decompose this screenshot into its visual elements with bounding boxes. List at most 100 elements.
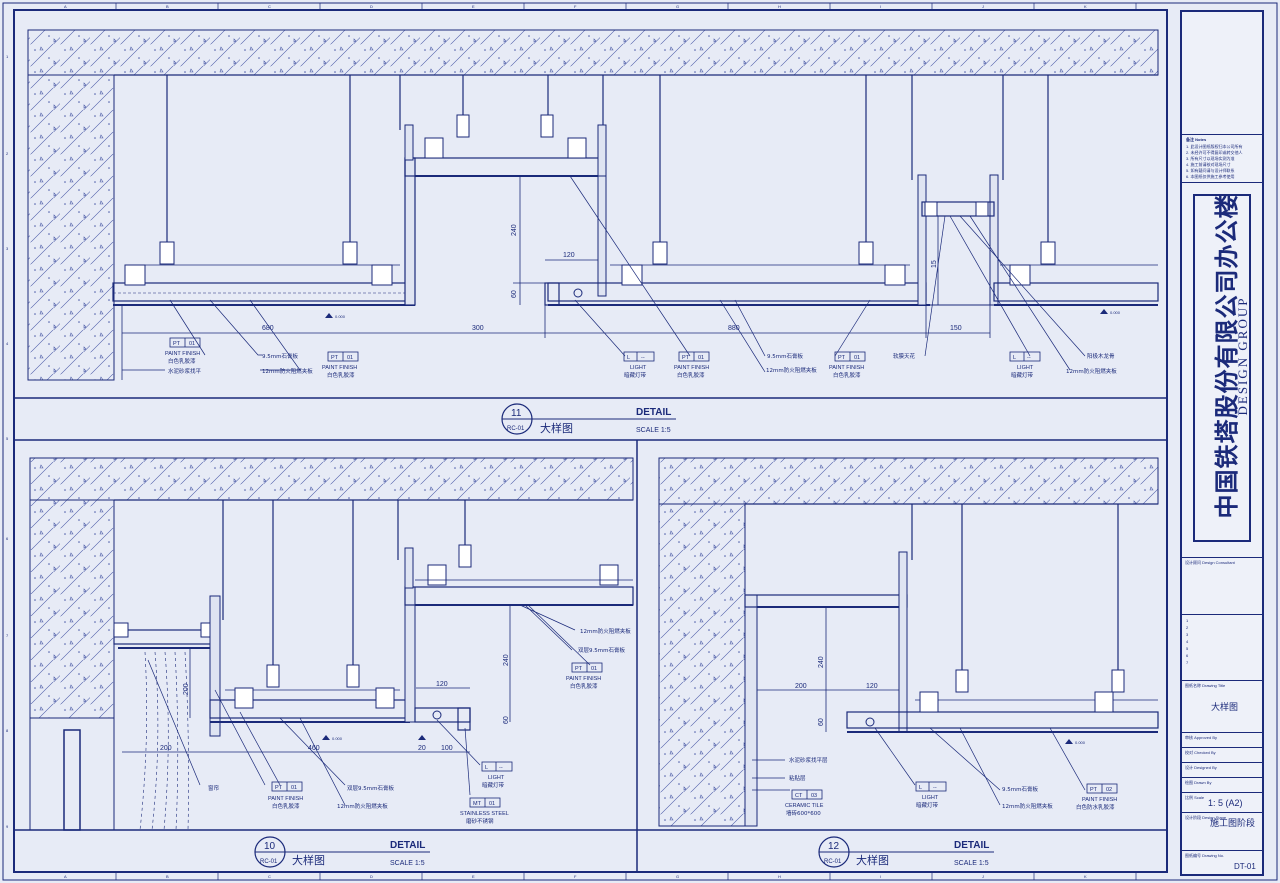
svg-text:PT: PT [575,666,583,672]
svg-text:J: J [982,4,984,9]
svg-text:60: 60 [511,290,518,298]
svg-text:暗藏灯带: 暗藏灯带 [916,801,939,809]
svg-text:白色乳胶漆: 白色乳胶漆 [833,371,861,379]
svg-text:10: 10 [264,841,276,852]
notes-heading: 备注 Notes [1186,137,1207,142]
svg-text:01: 01 [698,355,704,361]
svg-text:CT: CT [795,793,803,799]
svg-text:60: 60 [503,716,510,724]
svg-text:L: L [627,355,630,361]
svg-text:300: 300 [472,325,484,332]
svg-text:E: E [472,874,475,879]
svg-text:白色乳胶漆: 白色乳胶漆 [570,682,598,690]
svg-text:7: 7 [6,633,9,638]
svg-text:12: 12 [828,841,840,852]
svg-text:I: I [880,874,881,879]
svg-text:双层9.5mm石膏板: 双层9.5mm石膏板 [578,646,625,654]
svg-text:暗藏灯带: 暗藏灯带 [624,371,647,379]
svg-text:20: 20 [418,745,426,752]
svg-text:200: 200 [183,683,190,695]
svg-text:12mm防火阻燃夹板: 12mm防火阻燃夹板 [1066,367,1117,375]
design-consultant-label: 设计顾问 Design Consultant [1185,560,1235,565]
company-box [1193,194,1251,542]
svg-text:PT: PT [682,355,690,361]
svg-text:MT: MT [473,801,482,807]
svg-text:软膜天花: 软膜天花 [893,352,916,360]
svg-text:B: B [166,4,169,9]
svg-text:H: H [778,874,781,879]
notes-line: 4. 施工前请核对现场尺寸 [1186,162,1231,167]
notes-line: 5. 如有疑问请与设计师联系 [1186,168,1235,173]
svg-text:F: F [574,4,577,9]
svg-text:水泥砂浆找平: 水泥砂浆找平 [168,367,202,375]
revision-mark: 4 [1186,639,1189,644]
revision-mark: 2 [1186,625,1189,630]
svg-text:A: A [64,874,67,879]
svg-text:LIGHT: LIGHT [1017,365,1034,371]
svg-text:双层9.5mm石膏板: 双层9.5mm石膏板 [347,784,394,792]
notes-line: 2. 未经许可不得复印或转交他人 [1186,150,1243,155]
svg-text:0.000: 0.000 [1075,740,1086,745]
svg-text:阳极木龙骨: 阳极木龙骨 [1087,352,1115,360]
svg-text:0.000: 0.000 [335,314,346,319]
svg-text:12mm防火阻燃夹板: 12mm防火阻燃夹板 [580,627,631,635]
svg-text:0.000: 0.000 [1110,310,1121,315]
svg-text:LIGHT: LIGHT [630,365,647,371]
detail-12-title: 12 RC-01 DETAIL 大样图 SCALE 1:5 [818,836,994,868]
svg-text:12mm防火阻燃夹板: 12mm防火阻燃夹板 [337,802,388,810]
detail-10-drawing: 200 460 240 200 60 120 100 20 0.000 窗帘 P… [29,457,634,831]
svg-text:L: L [485,765,488,771]
svg-text:G: G [676,4,679,9]
svg-text:PT: PT [275,785,283,791]
svg-text:K: K [1084,4,1087,9]
svg-text:DETAIL: DETAIL [390,840,425,851]
revision-mark: 7 [1186,660,1189,665]
detail-10-dimensions: 200 460 240 200 60 120 100 20 [160,654,510,752]
notes-line: 6. 本图纸仅供施工参考使用 [1186,174,1235,179]
svg-text:15: 15 [931,260,938,268]
svg-text:100: 100 [441,745,453,752]
svg-text:--: -- [1027,355,1031,361]
svg-text:120: 120 [563,252,575,259]
svg-text:2: 2 [6,151,9,156]
svg-text:680: 680 [262,325,274,332]
svg-text:8: 8 [6,728,9,733]
svg-text:PT: PT [331,355,339,361]
svg-text:粘贴层: 粘贴层 [789,774,806,782]
svg-text:02: 02 [1106,787,1112,793]
svg-text:B: B [166,874,169,879]
svg-text:9.5mm石膏板: 9.5mm石膏板 [1002,785,1038,793]
drawing-title-label: 图纸名称 Drawing Title [1185,683,1226,688]
svg-text:暗藏灯带: 暗藏灯带 [1011,371,1034,379]
svg-text:1: 1 [6,54,9,59]
svg-text:200: 200 [160,745,172,752]
svg-text:240: 240 [511,224,518,236]
svg-text:200: 200 [795,683,807,690]
svg-text:PAINT FINISH: PAINT FINISH [829,365,864,371]
svg-text:880: 880 [728,325,740,332]
svg-text:大样图: 大样图 [540,421,573,435]
svg-text:F: F [574,874,577,879]
svg-text:SCALE 1:5: SCALE 1:5 [390,860,425,867]
svg-text:12mm防火阻燃夹板: 12mm防火阻燃夹板 [1002,802,1053,810]
detail-11-title: 11 RC-01 DETAIL 大样图 SCALE 1:5 [501,403,676,435]
svg-text:6: 6 [6,536,9,541]
svg-text:I: I [880,4,881,9]
svg-text:RC-01: RC-01 [824,859,842,865]
revision-mark: 1 [1186,618,1189,623]
svg-text:PAINT FINISH: PAINT FINISH [268,796,303,802]
svg-text:H: H [778,4,781,9]
scale-label: 比例 Scale [1185,795,1205,800]
svg-text:--: -- [499,765,503,771]
drawing-number: DT-01 [1234,862,1256,871]
drawing-title: 大样图 [1211,703,1239,713]
svg-text:SCALE 1:5: SCALE 1:5 [636,427,671,434]
svg-text:150: 150 [950,325,962,332]
svg-text:G: G [676,874,679,879]
svg-text:03: 03 [811,793,817,799]
svg-text:9: 9 [6,824,9,829]
svg-text:60: 60 [818,718,825,726]
svg-text:PT: PT [838,355,846,361]
svg-text:01: 01 [854,355,860,361]
